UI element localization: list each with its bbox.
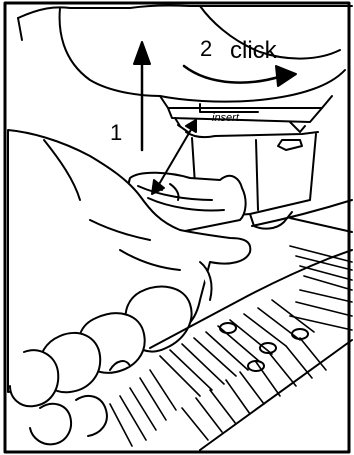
double-arrow bbox=[151, 119, 197, 195]
hand bbox=[7, 129, 252, 446]
insert-label: insert bbox=[212, 112, 240, 124]
curved-arrow-click bbox=[182, 64, 297, 87]
step-2-label: 2 bbox=[200, 36, 212, 61]
arrow-up bbox=[133, 41, 151, 152]
click-label: click bbox=[230, 37, 278, 64]
machine-head bbox=[17, 4, 353, 103]
group-head bbox=[159, 95, 333, 133]
drip-tray bbox=[109, 199, 353, 451]
step-1-label: 1 bbox=[110, 120, 122, 145]
